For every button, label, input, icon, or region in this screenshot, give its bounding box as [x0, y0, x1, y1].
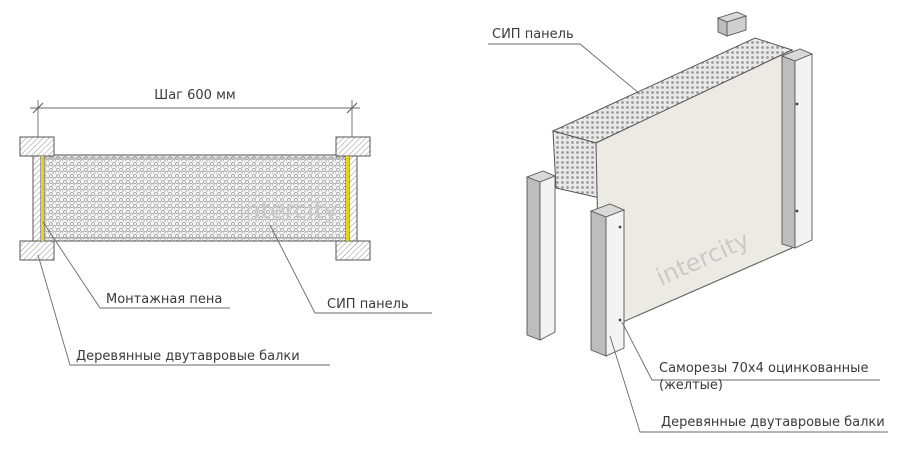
callout-beams-left: Деревянные двутавровые балки — [76, 349, 300, 364]
callout-screws-line1: Саморезы 70х4 оцинкованные — [659, 361, 868, 376]
isometric-view: intercity СИП панель — [488, 11, 888, 433]
spacing-label: Шаг 600 мм — [154, 88, 235, 103]
left-i-beam — [19, 136, 55, 261]
callout-lines-right — [488, 43, 888, 433]
front-i-beam-post — [589, 203, 626, 357]
callout-beams-right: Деревянные двутавровые балки — [661, 415, 885, 430]
brand-watermark-left: intercity — [239, 196, 338, 224]
mounting-foam-left — [41, 156, 44, 241]
right-back-post — [780, 48, 814, 249]
sip-panel-core — [43, 154, 347, 242]
dimension-line — [30, 100, 360, 145]
plan-section: Шаг 600 мм intercity Монтажная пена СИП … — [19, 88, 432, 366]
callout-lines-left — [37, 221, 432, 366]
callout-mounting-foam: Монтажная пена — [106, 292, 222, 307]
callout-sip-panel-left: СИП панель — [327, 297, 409, 312]
callout-screws-line2: (желтые) — [659, 378, 723, 393]
right-i-beam — [335, 136, 371, 261]
left-front-post — [525, 170, 557, 341]
callout-sip-panel-right: СИП панель — [492, 27, 574, 42]
mounting-foam-right — [346, 156, 349, 241]
